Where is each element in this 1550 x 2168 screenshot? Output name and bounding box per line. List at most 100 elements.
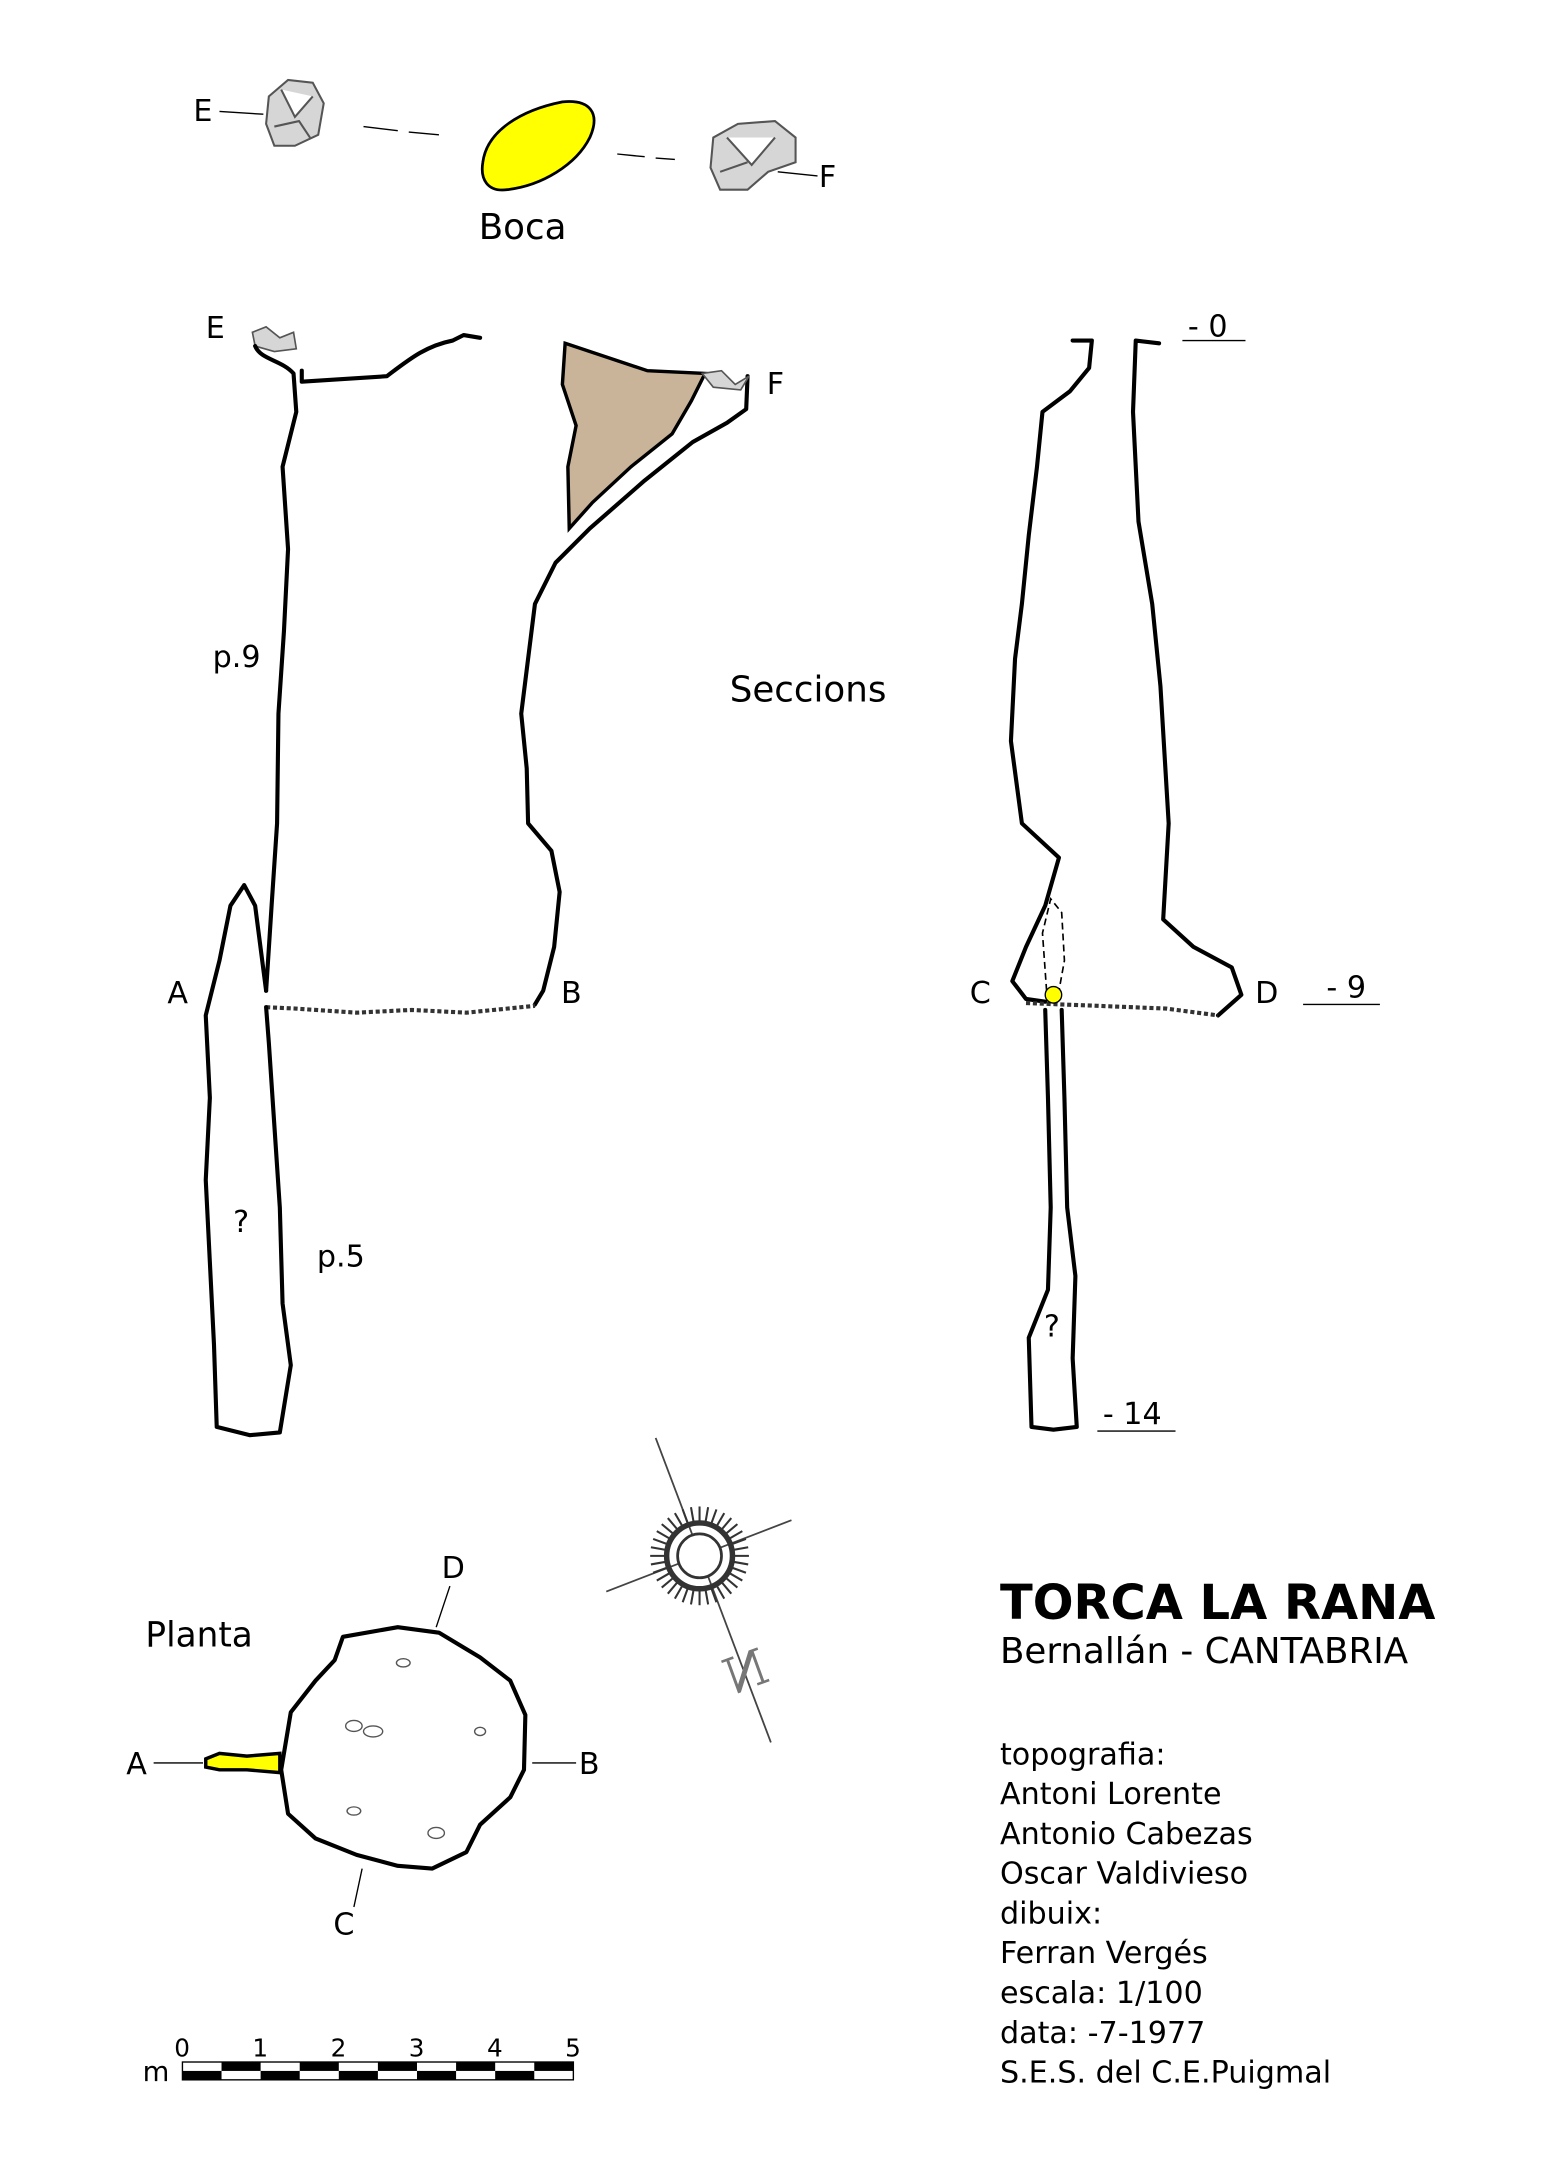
- boulder-icons: [344, 1658, 487, 1840]
- section-cd: C D ? - 0 - 9 - 14: [970, 309, 1380, 1432]
- cave-wall: [1130, 338, 1244, 1018]
- section-label-a: A: [167, 976, 188, 1011]
- pitch-label-upper: p.9: [213, 640, 261, 675]
- compass-ray: [724, 1576, 739, 1589]
- depth-label-9: - 9: [1326, 971, 1366, 1006]
- credit-line: data: -7-1977: [1000, 2016, 1205, 2051]
- section-label-b: B: [561, 976, 582, 1011]
- scale-segment: [260, 2070, 300, 2080]
- compass-ray: [656, 1530, 672, 1541]
- planta-label-c: C: [333, 1907, 354, 1942]
- compass-ray: [715, 1512, 726, 1528]
- scale-segment: [221, 2062, 261, 2071]
- survey-title: TORCA LA RANA: [1000, 1575, 1435, 1631]
- boca-title: Boca: [479, 207, 567, 248]
- compass-ray: [730, 1566, 747, 1574]
- compass-north-label: N: [716, 1637, 776, 1706]
- north-arrow-icon: N: [605, 1437, 792, 1743]
- cave-outline: [279, 1625, 528, 1871]
- rock-icon: [709, 120, 797, 191]
- section-label-f: F: [767, 367, 784, 402]
- unknown-marker: ?: [233, 1205, 249, 1240]
- cave-wall: [203, 883, 293, 1438]
- scale-tick-label: 0: [174, 2034, 190, 2063]
- planta-title: Planta: [145, 1615, 252, 1655]
- entrance-shape: [480, 100, 596, 192]
- compass-ray: [673, 1583, 684, 1600]
- cave-wall: [1026, 1007, 1079, 1432]
- survey-subtitle: Bernallán - CANTABRIA: [1000, 1631, 1409, 1672]
- rock-icon: [251, 325, 298, 353]
- credit-line: S.E.S. del C.E.Puigmal: [1000, 2056, 1331, 2091]
- seccions-title: Seccions: [730, 669, 887, 710]
- depth-label-14: - 14: [1103, 1397, 1162, 1432]
- compass-ray: [727, 1571, 743, 1582]
- credit-line: topografia:: [1000, 1737, 1166, 1772]
- scale-segment: [416, 2070, 457, 2080]
- section-ab-ef: E F p.9 p.5 ? A B Seccions: [167, 311, 887, 1438]
- entrance-passage: [204, 1751, 282, 1775]
- depth-label-0: - 0: [1188, 309, 1228, 344]
- credit-line: Antoni Lorente: [1000, 1777, 1222, 1812]
- credit-line: Ferran Vergés: [1000, 1936, 1208, 1971]
- dashed-line: [617, 153, 675, 161]
- compass-ray: [724, 1523, 739, 1536]
- compass-ray: [661, 1523, 676, 1536]
- compass-ray: [715, 1583, 726, 1600]
- credit-line: Antonio Cabezas: [1000, 1817, 1253, 1852]
- compass-ray: [673, 1512, 684, 1528]
- scale-tick-label: 2: [331, 2034, 347, 2063]
- boca-label-e: E: [193, 94, 212, 129]
- scale-tick-label: 5: [565, 2034, 581, 2063]
- entrance-marker: [1044, 985, 1063, 1004]
- rubble-floor: [266, 1003, 536, 1015]
- compass-ray: [650, 1546, 668, 1552]
- boca-label-f: F: [819, 160, 836, 195]
- rubble-floor: [1025, 1001, 1219, 1018]
- section-label-d: D: [1255, 976, 1278, 1011]
- compass-ray: [656, 1571, 672, 1582]
- planta-label-a: A: [126, 1747, 147, 1782]
- compass-ray: [650, 1560, 668, 1566]
- cave-wall: [253, 343, 299, 993]
- dashed-line: [363, 125, 440, 136]
- cave-wall: [299, 333, 483, 384]
- leader-line: [353, 1868, 363, 1908]
- sediment-fill: [560, 340, 708, 533]
- scale-segment: [495, 2070, 535, 2080]
- rock-icon: [265, 78, 325, 147]
- compass-ray: [661, 1576, 676, 1589]
- dashed-outline: [1041, 896, 1066, 991]
- section-label-e: E: [206, 311, 225, 346]
- credit-line: Oscar Valdivieso: [1000, 1857, 1248, 1892]
- scale-segment: [338, 2070, 378, 2080]
- credit-line: dibuix:: [1000, 1896, 1102, 1931]
- scale-segment: [182, 2070, 222, 2080]
- cave-wall: [1008, 338, 1094, 1004]
- section-label-c: C: [970, 976, 991, 1011]
- scale-tick-label: 1: [252, 2034, 268, 2063]
- compass-ray: [727, 1530, 743, 1541]
- scale-segment: [456, 2062, 496, 2071]
- boca-view: E F Boca: [193, 78, 836, 248]
- unknown-marker: ?: [1044, 1309, 1060, 1344]
- plan-view: Planta A B C D: [126, 1551, 599, 1943]
- credit-line: escala: 1/100: [1000, 1976, 1203, 2011]
- scale-segment: [377, 2062, 417, 2071]
- scale-tick-label: 4: [487, 2034, 503, 2063]
- leader-line: [219, 110, 264, 115]
- scale-tick-label: 3: [409, 2034, 425, 2063]
- title-block: TORCA LA RANA Bernallán - CANTABRIA topo…: [1000, 1575, 1435, 2091]
- pitch-label-lower: p.5: [317, 1239, 365, 1274]
- scale-bar: m 0 1 2 3 4 5: [143, 2034, 581, 2089]
- scale-unit: m: [143, 2057, 170, 2088]
- rock-icon: [700, 369, 750, 391]
- planta-label-d: D: [442, 1551, 465, 1586]
- leader-line: [435, 1585, 451, 1628]
- planta-label-b: B: [579, 1747, 600, 1782]
- compass-ray: [730, 1538, 747, 1546]
- scale-segment: [299, 2062, 339, 2071]
- scale-segment: [534, 2062, 574, 2071]
- leader-line: [777, 171, 818, 177]
